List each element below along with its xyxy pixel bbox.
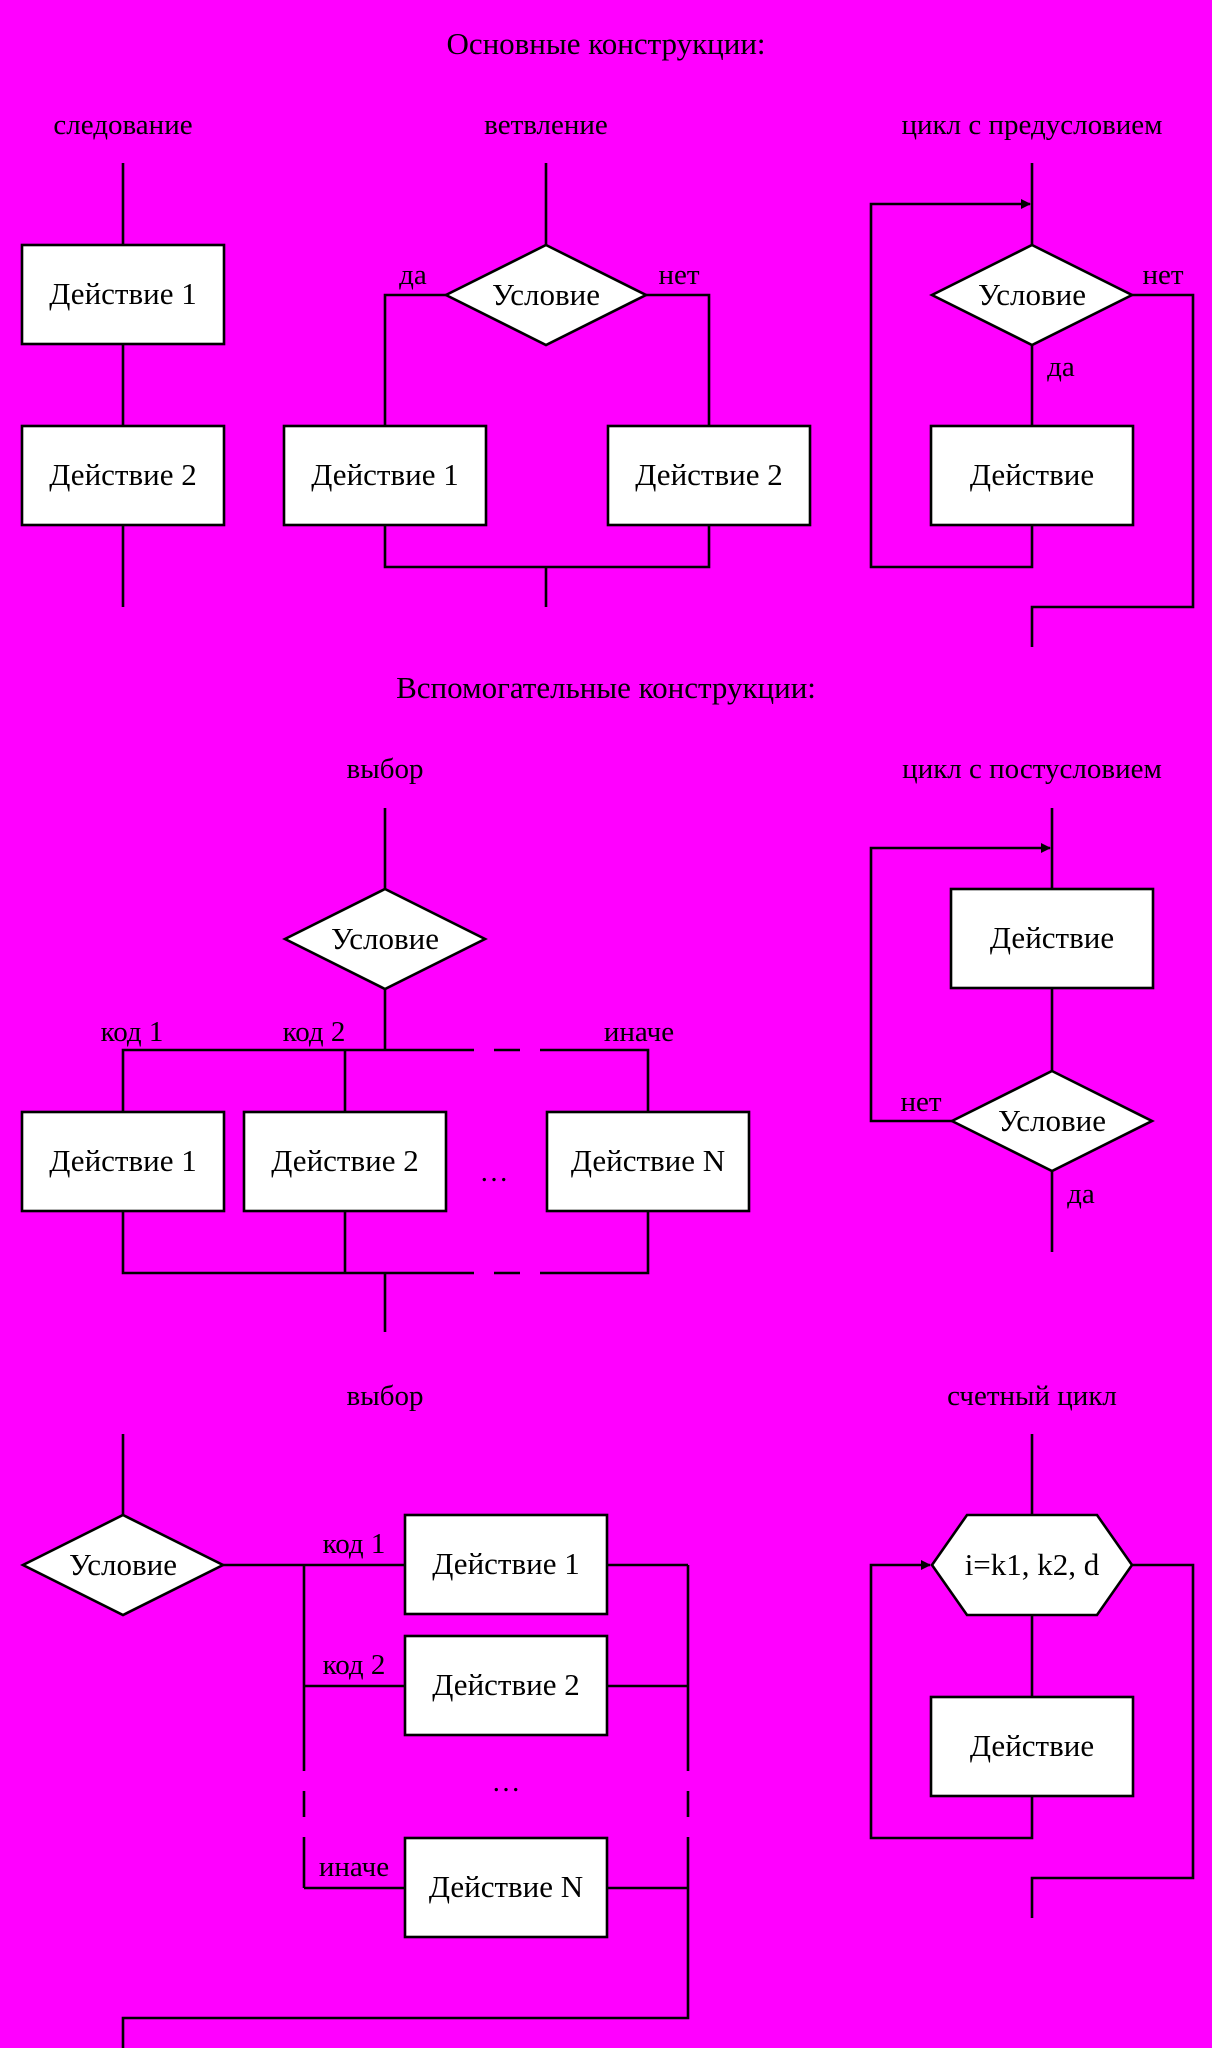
while-loop-yes-label: да [1047, 351, 1075, 383]
while-loop-caption: цикл с предусловием [901, 109, 1162, 141]
do-loop-return-arrow [869, 843, 1051, 1123]
branch-action-1-label: Действие 1 [311, 457, 458, 492]
sequence-action-2-label: Действие 2 [49, 457, 196, 492]
for-loop-action-box [929, 1695, 1135, 1798]
choice-vertical-code-1-label: код 1 [323, 1528, 386, 1560]
choice-vertical-action-n-box [403, 1836, 609, 1939]
choice-vertical-condition-diamond [20, 1513, 226, 1617]
choice-horizontal-ellipsis: … [480, 1156, 509, 1188]
branch-yes-label: да [399, 259, 427, 291]
main-constructs-title: Основные конструкции: [446, 26, 765, 61]
choice-vertical-construct: выбор Условие код 1 код 2 иначе Действие… [20, 1380, 690, 2048]
while-loop-no-label: нет [1142, 259, 1183, 291]
do-loop-action-box [949, 887, 1155, 990]
for-loop-header-label: i=k1, k2, d [965, 1547, 1100, 1582]
do-loop-caption: цикл с постусловием [902, 753, 1162, 785]
choice-vertical-action-n-label: Действие N [429, 1869, 583, 1904]
choice-horizontal-code-1-label: код 1 [101, 1016, 164, 1048]
branch-condition-label: Условие [492, 277, 600, 312]
choice-horizontal-action-2-box [242, 1110, 448, 1213]
choice-vertical-code-2-label: код 2 [323, 1649, 386, 1681]
do-loop-yes-label: да [1067, 1178, 1095, 1210]
branch-action-2-box [606, 424, 812, 527]
choice-horizontal-construct: выбор Условие код 1 код 2 иначе Действие… [20, 753, 751, 1332]
for-loop-construct: счетный цикл i=k1, k2, d Действие [869, 1380, 1195, 1918]
do-loop-condition-label: Условие [998, 1103, 1106, 1138]
while-loop-action-label: Действие [970, 457, 1094, 492]
choice-horizontal-else-label: иначе [604, 1016, 674, 1048]
choice-vertical-action-1-label: Действие 1 [432, 1546, 579, 1581]
for-loop-caption: счетный цикл [947, 1380, 1117, 1412]
sequence-caption: следование [53, 109, 192, 141]
sequence-construct: следование Действие 1 Действие 2 [20, 109, 226, 607]
sequence-action-2-box [20, 424, 226, 527]
for-loop-return-arrow [869, 1560, 1034, 1840]
do-loop-no-label: нет [900, 1086, 941, 1118]
for-loop-action-label: Действие [970, 1728, 1094, 1763]
while-loop-condition-label: Условие [978, 277, 1086, 312]
branch-caption: ветвление [484, 109, 608, 141]
branch-condition-diamond [443, 243, 649, 347]
choice-vertical-ellipsis: … [492, 1766, 521, 1798]
choice-vertical-condition-label: Условие [69, 1547, 177, 1582]
choice-horizontal-condition-label: Условие [331, 921, 439, 956]
choice-horizontal-code-2-label: код 2 [283, 1016, 346, 1048]
do-loop-construct: цикл с постусловием Действие Условие нет… [869, 753, 1162, 1252]
choice-vertical-else-label: иначе [319, 1851, 389, 1883]
choice-horizontal-action-1-box [20, 1110, 226, 1213]
choice-vertical-action-2-label: Действие 2 [432, 1667, 579, 1702]
for-loop-header-hexagon [930, 1513, 1134, 1617]
while-loop-action-box [929, 424, 1135, 527]
aux-constructs-title: Вспомогательные конструкции: [396, 670, 816, 705]
choice-vertical-action-2-box [403, 1634, 609, 1737]
branch-action-1-box [282, 424, 488, 527]
branch-no-label: нет [658, 259, 699, 291]
while-loop-return-arrow [869, 199, 1034, 569]
choice-horizontal-action-1-label: Действие 1 [49, 1143, 196, 1178]
choice-vertical-caption: выбор [347, 1380, 424, 1412]
branch-action-2-label: Действие 2 [635, 457, 782, 492]
while-loop-construct: цикл с предусловием Условие нет да Дейст… [869, 109, 1195, 647]
choice-horizontal-action-n-box [545, 1110, 751, 1213]
choice-horizontal-action-2-label: Действие 2 [271, 1143, 418, 1178]
branch-construct: ветвление Условие да нет Действие 1 Дейс… [282, 109, 812, 607]
choice-horizontal-action-n-label: Действие N [571, 1143, 725, 1178]
do-loop-action-label: Действие [990, 920, 1114, 955]
choice-horizontal-caption: выбор [347, 753, 424, 785]
sequence-action-1-label: Действие 1 [49, 276, 196, 311]
choice-vertical-action-1-box [403, 1513, 609, 1616]
